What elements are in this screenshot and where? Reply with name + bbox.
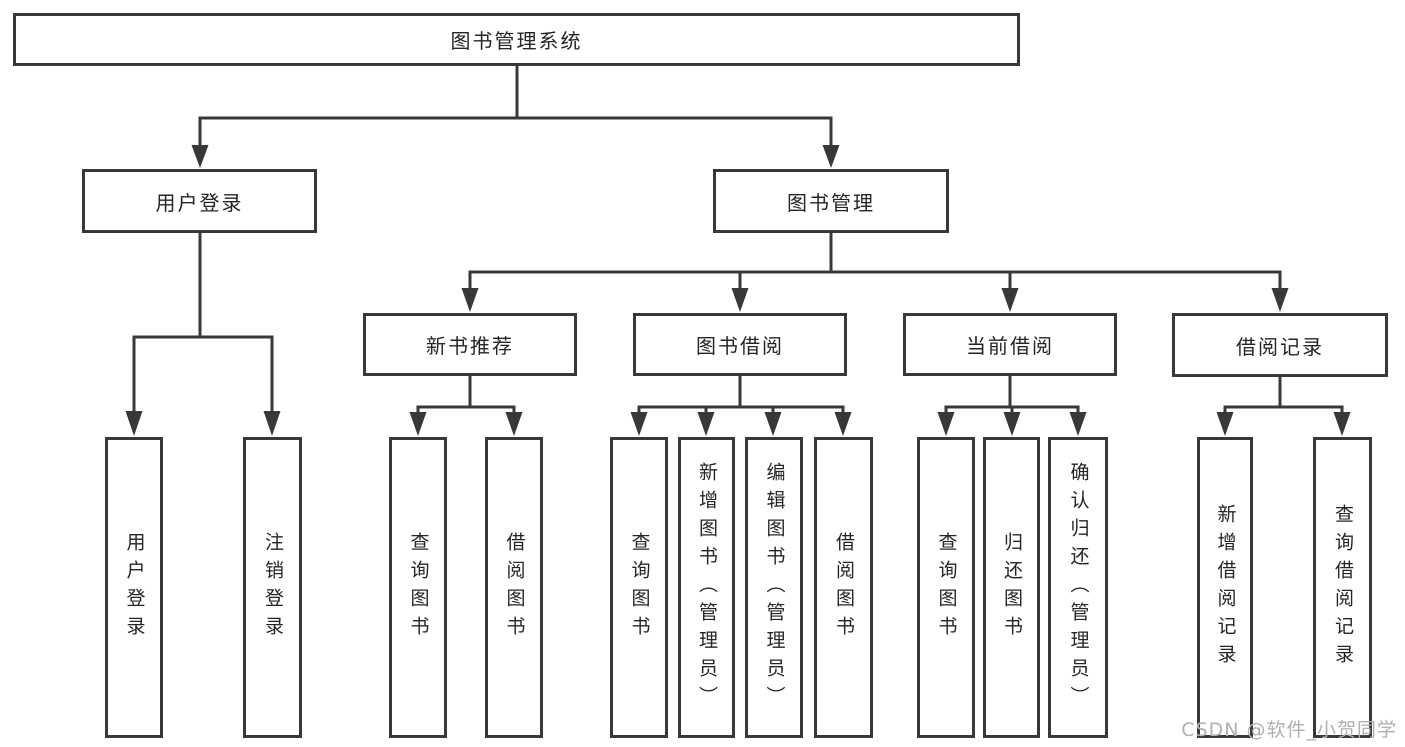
csdn-watermark: CSDN @软件_小贺同学 [1181, 719, 1397, 741]
leaf-borrow-books-recommend: 借阅图书 [485, 437, 543, 738]
connector-current-borrow-to-leaves [937, 374, 1087, 436]
connector-borrow-records-to-leaves [1216, 374, 1351, 436]
leaf-borrow-books: 借阅图书 [814, 437, 873, 738]
connector-new-book-to-leaves [409, 374, 523, 436]
node-current-borrow: 当前借阅 [903, 313, 1117, 376]
leaf-query-books-current: 查询图书 [917, 437, 975, 738]
leaf-add-borrow-record: 新增借阅记录 [1197, 437, 1253, 738]
connector-root-to-level1 [191, 64, 840, 168]
node-book-borrow: 图书借阅 [633, 313, 847, 376]
leaf-edit-books-admin: 编辑图书（管理员） [745, 437, 803, 738]
node-borrow-records: 借阅记录 [1172, 313, 1388, 377]
connector-book-management-to-level2 [461, 231, 1289, 312]
node-new-book-recommend: 新书推荐 [363, 313, 577, 376]
leaf-add-books-admin: 新增图书（管理员） [678, 437, 735, 738]
leaf-query-books-borrow: 查询图书 [610, 437, 668, 738]
connector-user-login-to-leaves [125, 231, 281, 436]
node-root: 图书管理系统 [13, 13, 1020, 66]
leaf-query-books-recommend: 查询图书 [389, 437, 447, 738]
node-book-management: 图书管理 [713, 169, 949, 233]
leaf-return-books: 归还图书 [983, 437, 1040, 738]
leaf-query-borrow-record: 查询借阅记录 [1313, 437, 1372, 738]
node-user-login: 用户登录 [82, 169, 317, 233]
leaf-user-login: 用户登录 [105, 437, 163, 738]
leaf-logout: 注销登录 [243, 437, 302, 738]
leaf-confirm-return-admin: 确认归还（管理员） [1048, 437, 1108, 738]
connector-book-borrow-to-leaves [630, 374, 852, 436]
